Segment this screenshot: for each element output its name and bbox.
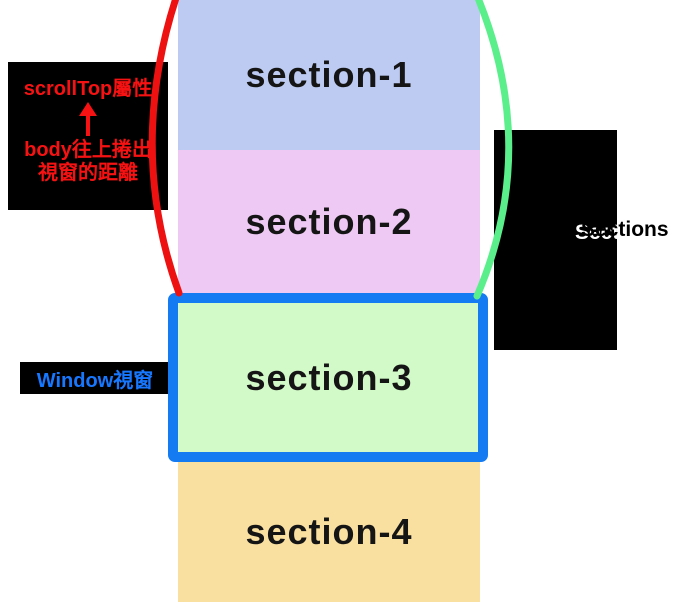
- section-2-label: section-2: [245, 200, 413, 242]
- section-1-label: section-1: [245, 54, 413, 95]
- window-label-text: Window視窗: [36, 369, 154, 392]
- section-4-block: section-4: [178, 462, 480, 602]
- sections-label-text: Sections: [575, 221, 663, 244]
- up-arrow-icon: [75, 101, 101, 139]
- section-3-label: section-3: [245, 356, 413, 398]
- section-3-block: section-3: [178, 303, 480, 452]
- sections-label-shadow: Sections: [581, 218, 669, 241]
- scrolltop-annotation-box: scrollTop屬性 body往上捲出 視窗的距離: [8, 62, 168, 210]
- scroll-distance-text-line1: body往上捲出: [24, 139, 152, 161]
- scroll-distance-text-line2: 視窗的距離: [38, 162, 138, 184]
- section-4-label: section-4: [245, 511, 413, 552]
- section-2-block: section-2: [178, 150, 480, 293]
- scrolltop-attribute-text: scrollTop屬性: [23, 78, 153, 100]
- window-viewport-frame: [168, 293, 488, 462]
- sections-annotation-box: Sections Sections: [494, 130, 669, 350]
- window-label-box: Window視窗: [20, 362, 170, 394]
- section-1-block: section-1: [178, 0, 480, 150]
